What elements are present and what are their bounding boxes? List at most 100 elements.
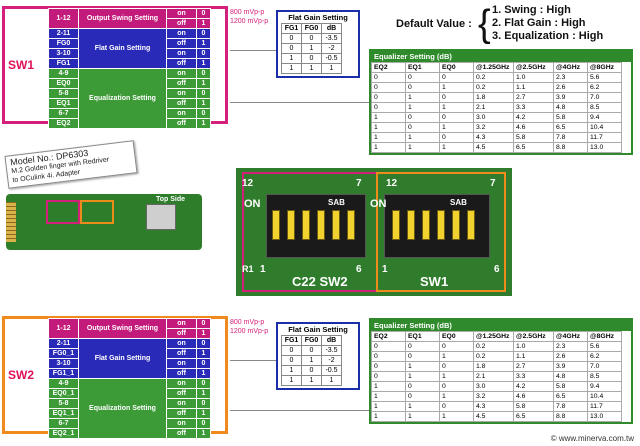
eq-cell: 3.9: [553, 361, 588, 372]
sw2-fg-name: Flat Gain Setting: [78, 338, 167, 379]
eq-cell: 1: [371, 122, 406, 133]
fg-cell: -3.5: [321, 345, 342, 356]
sw1-mvp-0: 800 mVp-p: [230, 9, 265, 16]
sw2-fg-pos-3: FG1_1: [48, 368, 79, 379]
dip-key: [272, 210, 280, 240]
eq-cell: 4.6: [513, 391, 554, 402]
dip-key: [467, 210, 475, 240]
eq-cell: 0: [371, 341, 406, 352]
eq-cell: 0: [405, 391, 440, 402]
adapter-board-image: Top Side: [6, 194, 202, 250]
dip-key: [347, 210, 355, 240]
eq-header: EQ0: [439, 62, 474, 73]
connector-line: [230, 102, 369, 103]
eq-cell: 0: [405, 122, 440, 133]
eq-cell: 0: [405, 351, 440, 362]
photo-sw2-label: C22 SW2: [292, 274, 348, 289]
eq-cell: 1: [405, 102, 440, 113]
eq-cell: 0: [405, 82, 440, 93]
eq-cell: 2.1: [473, 102, 514, 113]
fg-cell: 1: [301, 63, 322, 74]
photo-sab-1: SAB: [328, 198, 345, 207]
sw1-swing-off: off: [166, 18, 197, 29]
eq-cell: 1.0: [513, 72, 554, 83]
eq-cell: 4.6: [513, 122, 554, 133]
eq-cell: 6.5: [513, 411, 554, 422]
photo-r1-label: R1: [242, 264, 254, 274]
sw2-eq-row-1: off: [166, 388, 197, 399]
eq-cell: 3.3: [513, 102, 554, 113]
sw1-fg-val-2: 0: [196, 48, 211, 59]
fg-cell: 1: [281, 365, 302, 376]
eq-cell: 0: [371, 371, 406, 382]
eq-cell: 1.1: [513, 82, 554, 93]
sw1-eq-pos-5: EQ2: [48, 118, 79, 129]
board-top-side-label: Top Side: [156, 196, 186, 203]
default-value-item-2: 2. Flat Gain : High: [492, 17, 586, 29]
sw2-eq-val-0: 0: [196, 378, 211, 389]
sw2-table: 1-12 Output Swing Setting on 0 off 1 2-1…: [48, 318, 211, 439]
sw2-fg-pos-1: FG0_1: [48, 348, 79, 359]
eq-cell: 2.7: [513, 92, 554, 103]
eq-header: EQ2: [371, 331, 406, 342]
eq-cell: 3.9: [553, 92, 588, 103]
sw2-swing-off: off: [166, 328, 197, 339]
fg-cell: 0: [301, 365, 322, 376]
sw2-swing-pos: 1-12: [48, 318, 79, 339]
eq-cell: 0.2: [473, 351, 514, 362]
eq-cell: 2.6: [553, 351, 588, 362]
sw1-fg-pos-0: 2-11: [48, 28, 79, 39]
sw1-fg-name: Flat Gain Setting: [78, 28, 167, 69]
dip-key: [332, 210, 340, 240]
dip-key: [407, 210, 415, 240]
eq-cell: 4.3: [473, 401, 514, 412]
eq-cell: 1: [405, 361, 440, 372]
eq-cell: 7.0: [587, 92, 622, 103]
eq-header: @8GHz: [587, 62, 622, 73]
sw1-eq-row-1: off: [166, 78, 197, 89]
fg-cell: 1: [301, 355, 322, 366]
sw1-eq-pos-4: 6-7: [48, 108, 79, 119]
eq-cell: 6.2: [587, 82, 622, 93]
eq-cell: 9.4: [587, 112, 622, 123]
eq-cell: 3.0: [473, 381, 514, 392]
eq-cell: 5.6: [587, 72, 622, 83]
fg-cell: -0.5: [321, 53, 342, 64]
eq-cell: 1: [439, 102, 474, 113]
eq-cell: 1: [405, 92, 440, 103]
fg-cell: 0: [301, 53, 322, 64]
sw1-swing-val-0: 0: [196, 8, 211, 19]
model-card: Model No.: DP6303 M.2 Golden finger with…: [4, 140, 138, 189]
dip-key: [287, 210, 295, 240]
sw2-mvp-1: 1200 mVp-p: [230, 328, 269, 335]
dip-key: [317, 210, 325, 240]
default-value-item-3: 3. Equalization : High: [492, 30, 604, 42]
eq-cell: 5.6: [587, 341, 622, 352]
eq-cell: 5.8: [553, 381, 588, 392]
eq-cell: 4.8: [553, 371, 588, 382]
fg-cell: 0: [281, 355, 302, 366]
sw1-fg-pos-2: 3-10: [48, 48, 79, 59]
sw1-fg-val-3: 1: [196, 58, 211, 69]
eq-cell: 7.0: [587, 361, 622, 372]
eq-cell: 7.8: [553, 401, 588, 412]
eq-cell: 1.0: [513, 341, 554, 352]
golden-finger: [6, 202, 16, 242]
eq-cell: 11.7: [587, 401, 622, 412]
eq-cell: 0: [439, 361, 474, 372]
sw1-fg-pos-3: FG1: [48, 58, 79, 69]
sw2-eq-pos-5: EQ2_1: [48, 428, 79, 439]
eq-cell: 4.5: [473, 411, 514, 422]
eq-cell: 0: [371, 351, 406, 362]
sw2-eq-val-2: 0: [196, 398, 211, 409]
eq-cell: 1: [371, 391, 406, 402]
eq-cell: 1: [439, 391, 474, 402]
sw1-eq-row-3: off: [166, 98, 197, 109]
eq-cell: 8.5: [587, 102, 622, 113]
